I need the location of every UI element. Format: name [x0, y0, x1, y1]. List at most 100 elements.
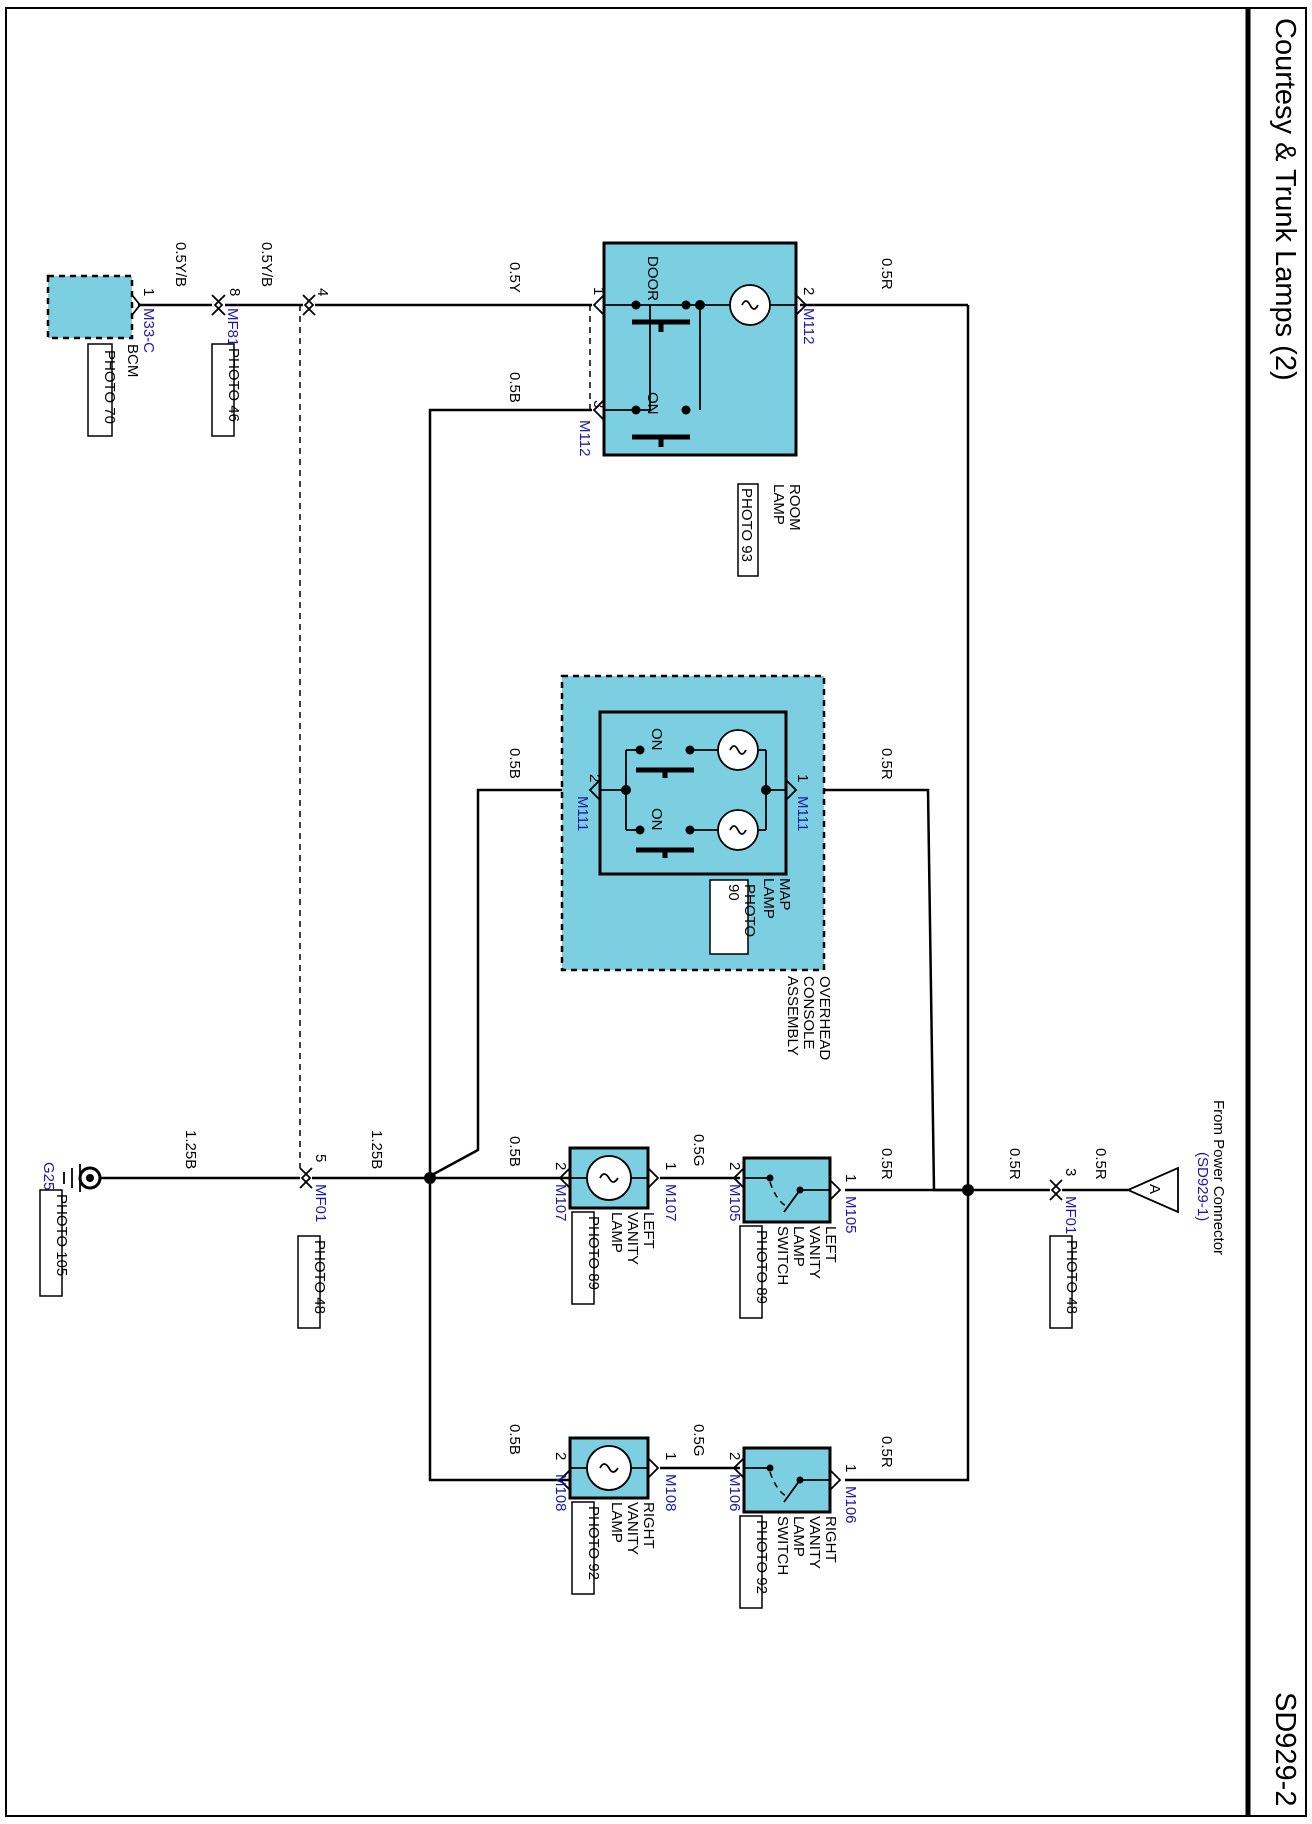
ground-photo: PHOTO 105 [53, 1194, 70, 1276]
right-vanity-lamp-switch: 1 M106 2 M106 RIGHT VANITY LAMP SWITCH P… [726, 1446, 859, 1609]
wire-label-1.25b-ground: 1.25B [182, 1130, 199, 1169]
mf01-pin4: 4 [314, 288, 331, 296]
left-lamp-pin2-terminal [558, 1167, 571, 1189]
wire-label-0.5r-bus: 0.5R [1006, 1148, 1023, 1180]
right-lamp-pin2: 2 [552, 1452, 569, 1460]
right-switch-pin2: 2 [726, 1452, 743, 1460]
map-lamp-pin1: 1 [794, 774, 811, 782]
wire-label-0.5b-right: 0.5B [506, 1424, 523, 1455]
m107-connector-bottom: M107 [552, 1184, 569, 1222]
wires [100, 303, 1128, 1482]
wire-label-0.5b-left: 0.5B [506, 1136, 523, 1167]
m105-connector-bottom: M105 [726, 1184, 743, 1222]
mf01-pin5-terminal-b [300, 1167, 313, 1189]
m106-connector-top: M106 [842, 1486, 859, 1524]
room-lamp-pin1: 1 [590, 287, 607, 295]
wire-label-0.5g-right: 0.5G [690, 1424, 707, 1457]
right-switch-contact-1 [796, 1476, 804, 1484]
mf01-connector-ground: 5 MF01 PHOTO 48 [297, 1154, 329, 1329]
ground-eyelet-center [86, 1174, 94, 1182]
map-lamp-filament-2 [729, 825, 747, 835]
mf01-connector-power: 3 MF01 PHOTO 48 [1049, 1168, 1080, 1329]
map-lamp-body [598, 710, 788, 876]
mf81-terminal-b [213, 294, 226, 316]
overhead-console-body [560, 674, 826, 972]
right-switch-pin1: 1 [842, 1464, 859, 1472]
ground-junction [424, 1172, 436, 1184]
on-label-map-1: ON [648, 728, 665, 751]
mf81-terminal-a [211, 294, 224, 316]
m106-connector-bottom: M106 [726, 1474, 743, 1512]
mf01-pin3: 3 [1062, 1168, 1079, 1176]
left-lamp-photo: PHOTO 89 [585, 1216, 602, 1290]
mf01-bottom-photo: PHOTO 48 [311, 1240, 328, 1314]
on-label-map-2: ON [648, 808, 665, 831]
mf01-connector-label-bottom: MF01 [312, 1184, 329, 1222]
room-lamp-pin2: 2 [800, 287, 817, 295]
wire-label-0.5r-left-switch: 0.5R [878, 1148, 895, 1180]
left-vanity-lamp-switch: 1 M105 2 M105 LEFT VANITY LAMP SWITCH PH… [726, 1156, 859, 1319]
map-lamp-pin2-wire [429, 788, 592, 1178]
mf01-pin3-terminal-b [1050, 1179, 1063, 1201]
mf01-connector-bcm-line: 4 [302, 288, 331, 316]
left-switch-pin2-terminal [732, 1167, 745, 1189]
ground-bus-wire [428, 408, 592, 1482]
left-lamp-filament [599, 1173, 619, 1183]
m108-connector-bottom: M108 [552, 1474, 569, 1512]
power-symbol: A [1146, 1184, 1163, 1194]
mf81-pin8: 8 [226, 288, 243, 296]
right-switch-photo-box [739, 1515, 763, 1609]
right-switch-photo: PHOTO 92 [753, 1520, 770, 1594]
left-vanity-lamp: 1 M107 2 M107 LEFT VANITY LAMP PHOTO 89 [552, 1146, 679, 1305]
left-switch-pin1-terminal [829, 1179, 842, 1201]
map-lamp-pin1-terminal [785, 779, 798, 801]
right-lamp-photo: PHOTO 92 [585, 1506, 602, 1580]
wire-label-0.5b-room: 0.5B [506, 372, 523, 403]
left-switch-lever [783, 1189, 801, 1213]
power-junction [962, 1184, 974, 1196]
ground-g25: G25 PHOTO 105 [39, 1162, 102, 1297]
right-switch-name-1: RIGHT [822, 1516, 839, 1563]
wire-label-0.5r-source: 0.5R [1092, 1148, 1109, 1180]
right-lamp-photo-box [571, 1501, 595, 1595]
right-switch-pin1-terminal [829, 1469, 842, 1491]
wire-label-0.5r-room: 0.5R [878, 258, 895, 290]
map-lamp-name-2: LAMP [760, 878, 777, 919]
power-source: A From Power Connector (SD929-1) [1125, 1100, 1227, 1255]
right-lamp-name-1: RIGHT [640, 1502, 657, 1549]
room-lamp-node [695, 300, 705, 310]
right-lamp-filament [599, 1463, 619, 1473]
map-node-right [761, 785, 771, 795]
map-upper-contact-1 [635, 745, 645, 755]
m107-connector-top: M107 [662, 1184, 679, 1222]
room-lamp-pin3-terminal [592, 399, 605, 421]
diagram-title: Courtesy & Trunk Lamps (2) [1269, 18, 1301, 381]
door-switch-contact-1 [631, 300, 641, 310]
room-lamp-photo-box [737, 483, 759, 577]
right-lamp-pin1-terminal [647, 1457, 660, 1479]
ground-photo-box [39, 1189, 63, 1297]
bcm-pin-terminal [131, 294, 142, 316]
power-source-label: From Power Connector [1210, 1100, 1227, 1255]
mf01-bottom-photo-box [297, 1235, 321, 1329]
bcm-body [46, 274, 134, 340]
right-switch-link [769, 1471, 787, 1497]
room-lamp-filament [741, 300, 759, 310]
bcm-pin1: 1 [140, 288, 157, 296]
bcm-photo: PHOTO 70 [101, 350, 118, 424]
wire-label-0.5g-left: 0.5G [690, 1134, 707, 1167]
room-lamp: DOOR ON 1 3 2 M112 M112 ROOM LAMP PHOTO … [576, 241, 817, 577]
on-switch-contact-2 [681, 405, 691, 415]
wire-label-0.5y: 0.5Y [506, 262, 523, 293]
door-label: DOOR [644, 256, 661, 301]
map-node-left [621, 785, 631, 795]
wire-label-0.5r-right-switch: 0.5R [878, 1436, 895, 1468]
m111-connector-left: M111 [574, 796, 591, 831]
room-lamp-pin2-terminal [795, 294, 808, 316]
right-switch-lever [783, 1479, 801, 1503]
room-lamp-name-2: LAMP [770, 484, 787, 525]
wire-label-0.5yb-bcm: 0.5Y/B [172, 242, 189, 287]
left-switch-link [769, 1181, 787, 1207]
mf81-photo-box [211, 343, 235, 437]
map-lamp-photo-box [709, 879, 749, 955]
